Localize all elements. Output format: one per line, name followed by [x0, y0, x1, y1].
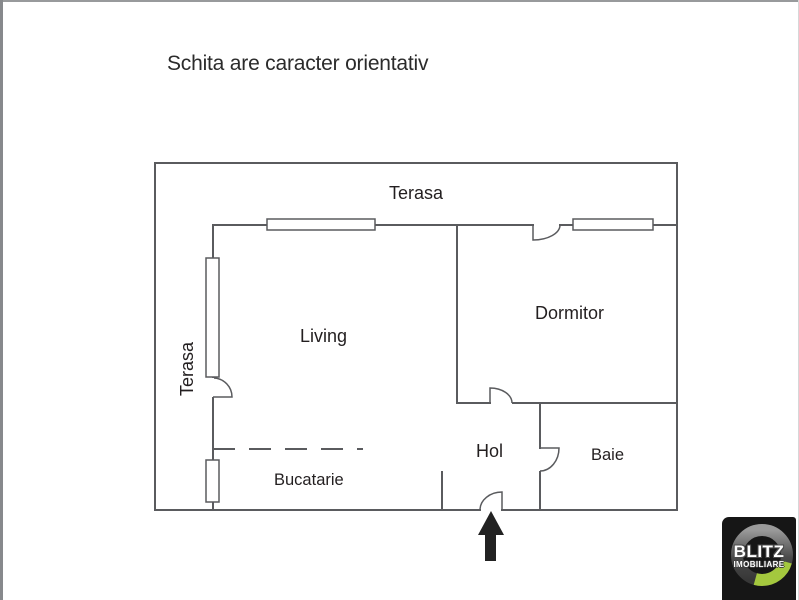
label-bucatarie: Bucatarie — [274, 471, 344, 489]
window-living-top — [266, 218, 376, 231]
window-living-left — [205, 257, 220, 378]
window-dormitor-top — [572, 218, 654, 231]
label-dormitor: Dormitor — [535, 303, 605, 323]
page-border-top — [0, 0, 799, 2]
door-dormitor — [489, 387, 513, 404]
page-border-left — [0, 0, 3, 600]
windows-group — [205, 218, 654, 503]
disclaimer-text: Schita are caracter orientativ — [167, 52, 429, 75]
entrance-arrow-icon — [478, 511, 504, 561]
door-baie — [539, 447, 560, 472]
window-bucatarie-left — [205, 459, 220, 503]
doors-group — [213, 224, 561, 511]
door-entrance — [479, 491, 503, 511]
outer-wall — [154, 162, 678, 511]
label-living: Living — [300, 326, 348, 346]
label-hol: Hol — [476, 441, 504, 461]
door-dormitor-terrace — [532, 224, 561, 241]
logo-brand-text: BLITZ — [733, 542, 785, 561]
logo-ring-icon — [731, 524, 793, 586]
logo-subtitle-text: IMOBILIARE — [733, 560, 785, 569]
brand-logo: BLITZ IMOBILIARE — [722, 517, 796, 600]
logo-ring-accent — [731, 524, 793, 586]
label-terasa-left: Terasa — [177, 341, 197, 397]
label-terasa-top: Terasa — [389, 183, 444, 203]
label-baie: Baie — [591, 446, 625, 464]
door-living-terrace — [213, 377, 233, 398]
